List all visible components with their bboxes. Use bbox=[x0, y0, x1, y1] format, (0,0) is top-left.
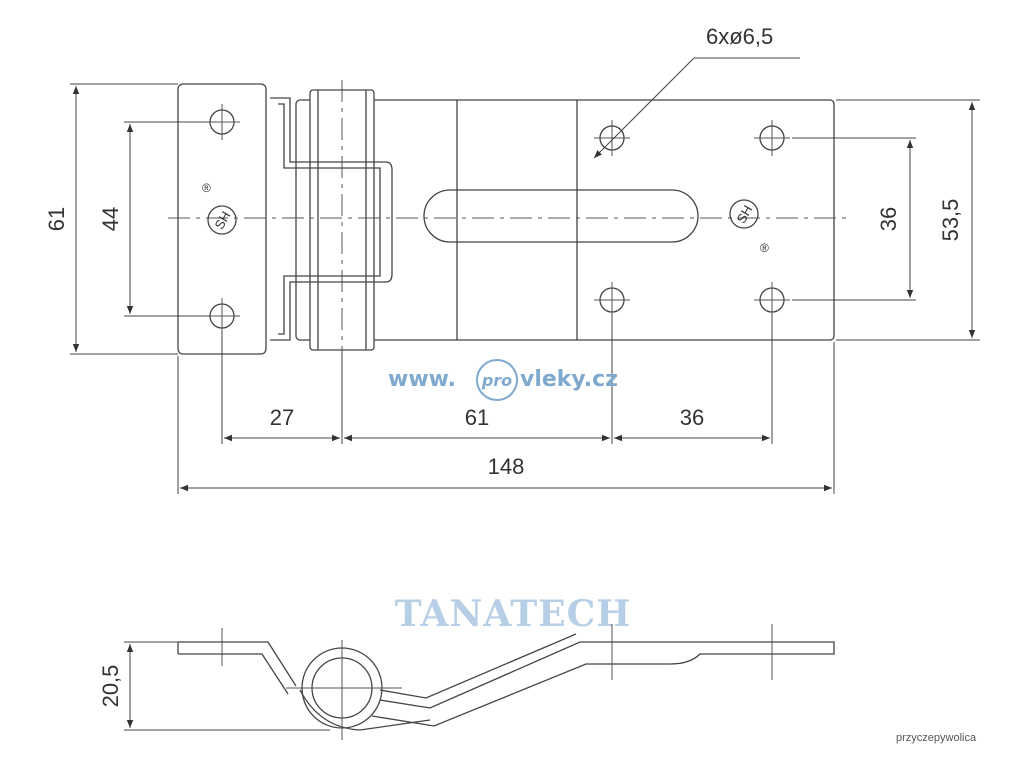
registered-mark-left: ® bbox=[202, 181, 211, 195]
dim-overall-length: 148 bbox=[488, 454, 525, 479]
drawing-background bbox=[46, 24, 976, 740]
dim-seg2: 61 bbox=[465, 405, 489, 430]
hole-crosshairs bbox=[204, 104, 790, 334]
site-watermark-circle: pro bbox=[481, 371, 512, 390]
site-watermark-circle-icon bbox=[476, 359, 518, 401]
profile-dimension bbox=[124, 641, 330, 731]
dim-seg1: 27 bbox=[270, 405, 294, 430]
dim-hole-spacing-left: 44 bbox=[98, 207, 123, 231]
profile-center-lines bbox=[221, 624, 773, 740]
registered-mark-right: ® bbox=[760, 241, 769, 255]
credit-text: przyczepywolica bbox=[896, 732, 977, 744]
dim-overall-height: 61 bbox=[44, 207, 69, 231]
side-profile-view bbox=[177, 633, 835, 731]
site-watermark-suffix: vleky.cz bbox=[520, 367, 618, 392]
dim-hole-spacing-right: 36 bbox=[876, 207, 901, 231]
logo-icon bbox=[729, 199, 759, 229]
site-watermark: www. pro vleky.cz bbox=[388, 359, 618, 401]
center-slot bbox=[423, 189, 699, 243]
dimension-lines bbox=[70, 57, 980, 494]
center-lines bbox=[168, 80, 848, 360]
brand-watermark: TANATECH bbox=[395, 593, 632, 635]
dim-plate-height: 53,5 bbox=[938, 199, 963, 242]
dim-seg3: 36 bbox=[680, 405, 704, 430]
dim-profile-height: 20,5 bbox=[98, 665, 123, 708]
logo-icon bbox=[207, 205, 237, 235]
site-watermark-prefix: www. bbox=[388, 367, 456, 392]
dim-hole-callout: 6xø6,5 bbox=[706, 24, 773, 49]
right-leaf-plate bbox=[295, 99, 835, 341]
